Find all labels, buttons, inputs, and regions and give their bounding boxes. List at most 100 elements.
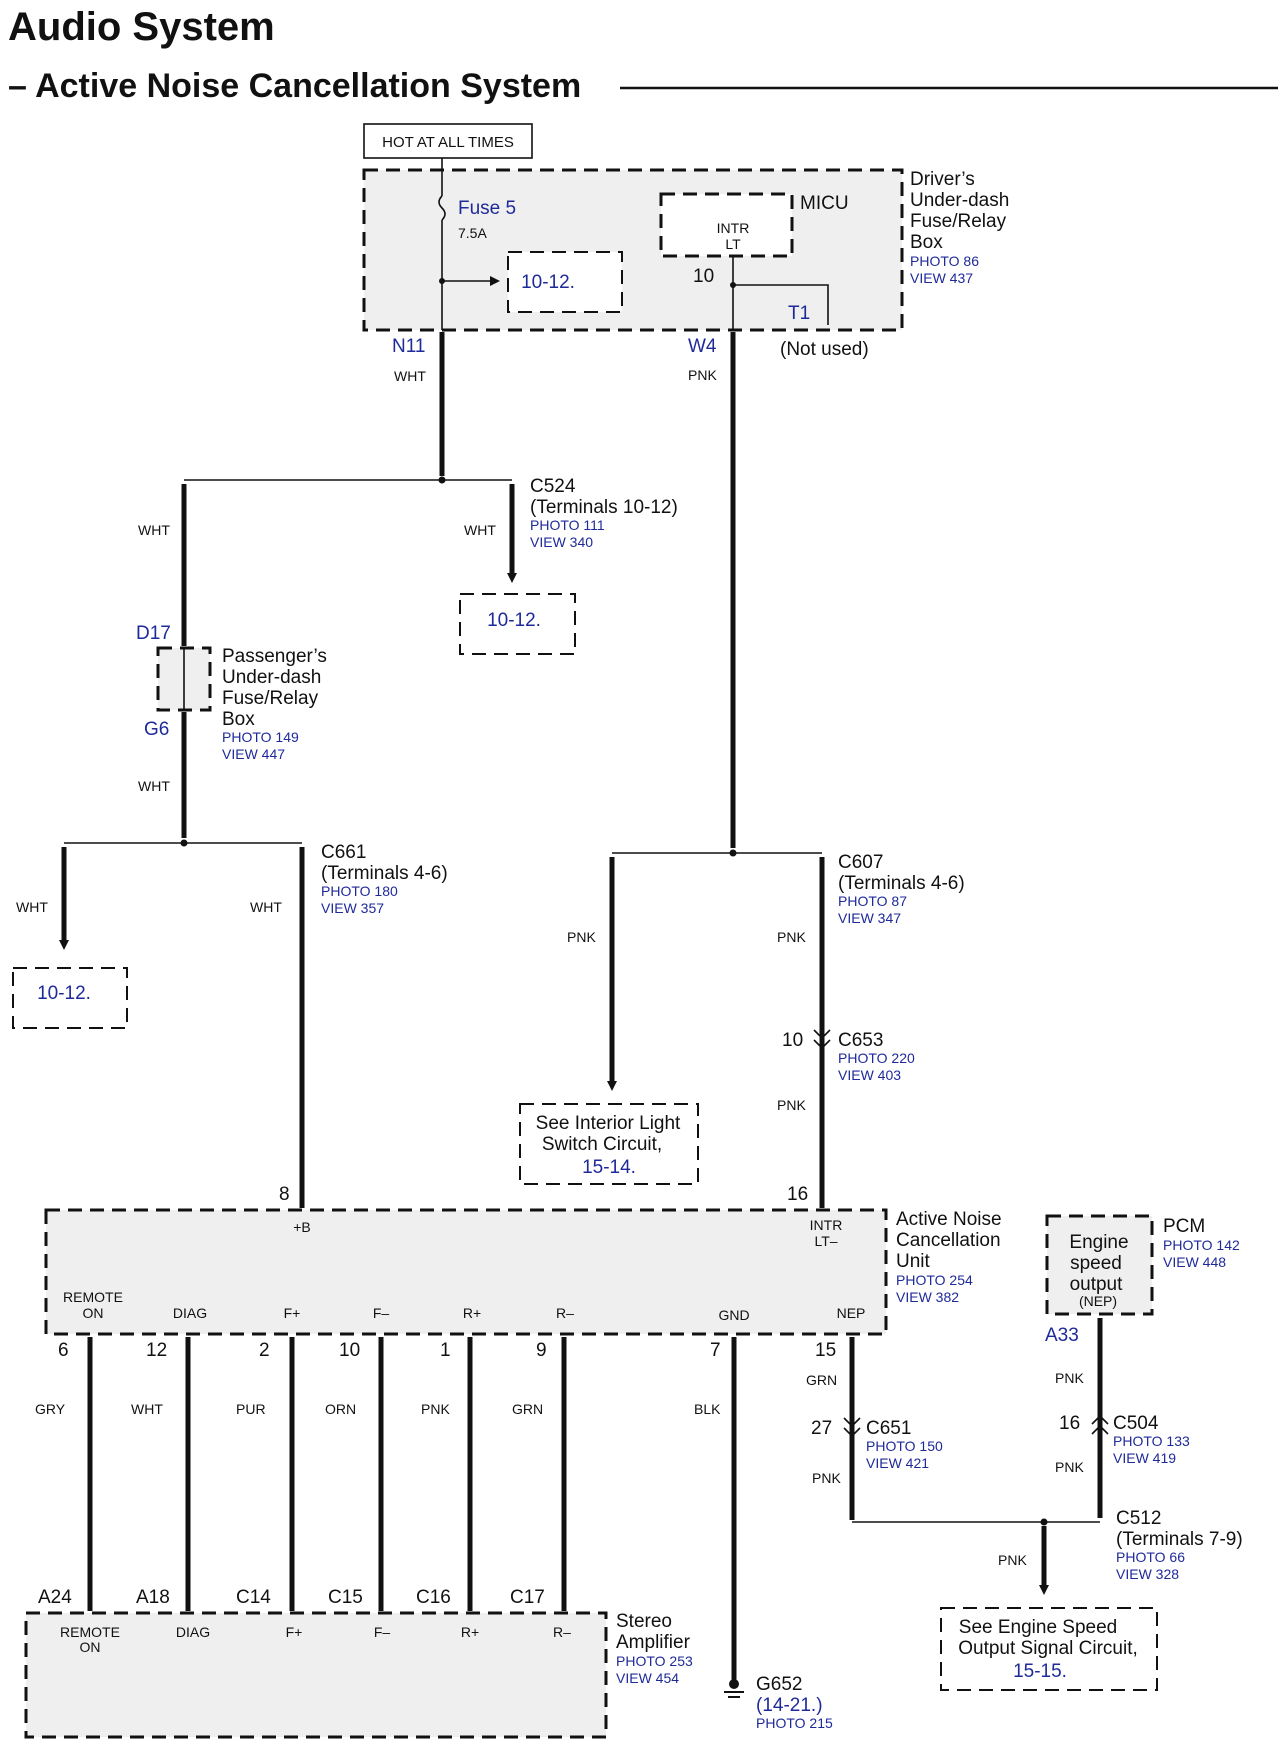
anc-terminal-nep: NEP 15 GRN <box>806 1305 865 1388</box>
c651-connector-icon <box>843 1417 861 1438</box>
c524-photo[interactable]: PHOTO 111 <box>530 517 605 533</box>
anc-intr-label-1: INTR <box>810 1217 843 1233</box>
hot-label-box <box>363 123 533 159</box>
fuse-ref-link[interactable]: 10-12. <box>521 272 575 293</box>
anc-term-pin: 7 <box>710 1340 721 1361</box>
micu-intr-label-1: INTR <box>717 220 750 236</box>
wire-label-c524: WHT <box>464 522 496 538</box>
stereo-pin-c17: C17 <box>510 1587 545 1608</box>
c607-view[interactable]: VIEW 347 <box>838 910 901 926</box>
anc-pin-b: 8 <box>279 1184 290 1205</box>
c653-photo[interactable]: PHOTO 220 <box>838 1050 915 1066</box>
engine-ref-line-2: Output Signal Circuit, <box>958 1638 1138 1659</box>
wire-label-w4: PNK <box>688 367 717 383</box>
c504-photo[interactable]: PHOTO 133 <box>1113 1433 1190 1449</box>
wire-label-d17: WHT <box>138 522 170 538</box>
d17-label: D17 <box>136 623 171 644</box>
c653-view[interactable]: VIEW 403 <box>838 1067 901 1083</box>
anc-term-wire: PNK <box>421 1401 450 1417</box>
wire-label-pcm: PNK <box>1055 1370 1084 1386</box>
stereo-term-remote-2: ON <box>80 1639 101 1655</box>
anc-term-label: R+ <box>463 1305 481 1321</box>
stereo-term-f-minus: F– <box>374 1624 391 1640</box>
splice-c512 <box>1040 1518 1048 1526</box>
c504-view[interactable]: VIEW 419 <box>1113 1450 1176 1466</box>
anc-term-label: REMOTE <box>63 1289 123 1305</box>
engine-ref-link[interactable]: 15-15. <box>1013 1661 1067 1682</box>
stereo-view[interactable]: VIEW 454 <box>616 1670 679 1686</box>
w4-label: W4 <box>688 336 717 357</box>
stereo-pin-a18: A18 <box>136 1587 170 1608</box>
c661-ref-link[interactable]: 10-12. <box>37 983 91 1004</box>
anc-term-label: R– <box>556 1305 574 1321</box>
stereo-pin-c15: C15 <box>328 1587 363 1608</box>
driver-box-photo[interactable]: PHOTO 86 <box>910 253 979 269</box>
anc-term-pin: 9 <box>536 1340 547 1361</box>
anc-term-label: DIAG <box>173 1305 207 1321</box>
passenger-box-photo[interactable]: PHOTO 149 <box>222 729 299 745</box>
c524-name: C524 <box>530 476 576 497</box>
stereo-photo[interactable]: PHOTO 253 <box>616 1653 693 1669</box>
stereo-term-r-plus: R+ <box>461 1624 479 1640</box>
n11-label: N11 <box>392 336 425 357</box>
anc-term-pin: 12 <box>146 1340 167 1361</box>
anc-term-wire: ORN <box>325 1401 356 1417</box>
wire-label-c651: PNK <box>812 1470 841 1486</box>
engine-ref-box[interactable] <box>940 1607 1158 1691</box>
wire-label-c661-b: WHT <box>250 899 282 915</box>
anc-photo[interactable]: PHOTO 254 <box>896 1272 973 1288</box>
pcm-view[interactable]: VIEW 448 <box>1163 1254 1226 1270</box>
pcm-photo[interactable]: PHOTO 142 <box>1163 1237 1240 1253</box>
wire-label-c661-ref: WHT <box>16 899 48 915</box>
interior-ref-link[interactable]: 15-14. <box>582 1157 636 1178</box>
c661-photo[interactable]: PHOTO 180 <box>321 883 398 899</box>
c512-photo[interactable]: PHOTO 66 <box>1116 1549 1185 1565</box>
c524-view[interactable]: VIEW 340 <box>530 534 593 550</box>
c607-photo[interactable]: PHOTO 87 <box>838 893 907 909</box>
passenger-box-line-2: Under-dash <box>222 667 321 688</box>
pcm-box-line-1: Engine <box>1069 1232 1128 1253</box>
anc-term-wire: WHT <box>131 1401 163 1417</box>
micu-intr-box <box>659 192 794 258</box>
c651-view[interactable]: VIEW 421 <box>866 1455 929 1471</box>
driver-box-view[interactable]: VIEW 437 <box>910 270 973 286</box>
anc-term-label: F+ <box>284 1305 301 1321</box>
wire-label-c653: PNK <box>777 1097 806 1113</box>
micu-intr-label-2: LT <box>725 236 741 252</box>
anc-intr-label-2: LT– <box>814 1233 837 1249</box>
g652-photo[interactable]: PHOTO 215 <box>756 1715 833 1731</box>
c661-view[interactable]: VIEW 357 <box>321 900 384 916</box>
c524-ref-link[interactable]: 10-12. <box>487 610 541 631</box>
anc-term-label: NEP <box>837 1305 866 1321</box>
c524-ref-box[interactable] <box>459 593 576 655</box>
anc-terminal-f-plus: F+ 2 PUR <box>236 1305 300 1417</box>
passenger-box-view[interactable]: VIEW 447 <box>222 746 285 762</box>
anc-term-pin: 1 <box>440 1340 451 1361</box>
anc-terminal-diag: DIAG 12 WHT <box>131 1305 207 1417</box>
wire-label-c607: PNK <box>777 929 806 945</box>
interior-ref-box[interactable] <box>519 1103 699 1185</box>
pcm-box-line-2: speed <box>1070 1253 1122 1274</box>
c512-view[interactable]: VIEW 328 <box>1116 1566 1179 1582</box>
splice-w4 <box>729 849 737 857</box>
c651-pin: 27 <box>811 1418 832 1439</box>
anc-term-pin: 15 <box>815 1340 836 1361</box>
passenger-box-line-4: Box <box>222 709 255 730</box>
passenger-box-line-1: Passenger’s <box>222 646 327 667</box>
anc-terminal-f-minus: F– 10 ORN <box>325 1305 389 1417</box>
pcm-box-line-4: (NEP) <box>1079 1293 1117 1309</box>
t1-not-used: (Not used) <box>780 339 869 360</box>
c504-pin: 16 <box>1059 1413 1080 1434</box>
anc-view[interactable]: VIEW 382 <box>896 1289 959 1305</box>
anc-term-wire: GRN <box>806 1372 837 1388</box>
anc-terminal-remote-on: REMOTE ON 6 GRY <box>35 1289 123 1417</box>
anc-term-pin: 2 <box>259 1340 270 1361</box>
c661-ref-box[interactable] <box>12 967 128 1029</box>
stereo-pin-c14: C14 <box>236 1587 271 1608</box>
g652-ref-link[interactable]: (14-21.) <box>756 1695 823 1716</box>
c651-photo[interactable]: PHOTO 150 <box>866 1438 943 1454</box>
fuse-ref-box[interactable] <box>507 251 623 313</box>
c653-name: C653 <box>838 1030 883 1051</box>
driver-box-line-2: Under-dash <box>910 190 1009 211</box>
